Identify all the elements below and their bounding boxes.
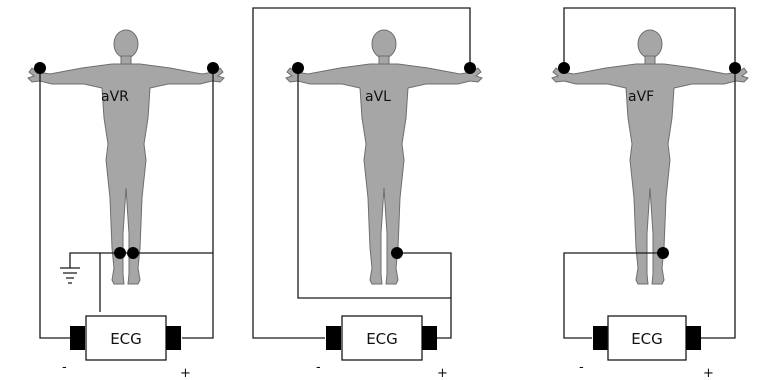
electrode-right-arm xyxy=(558,62,570,74)
panel-avf: aVF ECG - + xyxy=(551,7,749,380)
device-label: ECG xyxy=(366,330,398,348)
panel-avr: aVR ECG - + xyxy=(27,29,225,380)
terminal-plus xyxy=(166,326,181,350)
minus-sign: - xyxy=(62,360,67,375)
wire-leg xyxy=(397,252,452,298)
electrode-left-arm xyxy=(464,62,476,74)
panel-avl: aVL ECG - + xyxy=(252,7,483,380)
wire-left-arm xyxy=(182,68,214,339)
ecg-device xyxy=(341,315,423,361)
electrode-left-arm xyxy=(207,62,219,74)
terminal-plus xyxy=(422,326,437,350)
wire-left-arm xyxy=(252,7,471,339)
minus-sign: - xyxy=(579,360,584,375)
wire-right-arm xyxy=(39,68,70,339)
terminal-minus xyxy=(70,326,85,350)
body-figure xyxy=(551,29,749,285)
wire-leg xyxy=(563,252,663,339)
lead-label: aVR xyxy=(101,89,129,105)
wire-arms-junction xyxy=(563,7,736,68)
plus-sign: + xyxy=(703,366,714,380)
terminal-plus xyxy=(686,326,701,350)
electrode-right-arm xyxy=(34,62,46,74)
terminal-minus xyxy=(326,326,341,350)
electrode-left-arm xyxy=(729,62,741,74)
electrode-left-leg xyxy=(391,247,403,259)
body-figure xyxy=(285,29,483,285)
body-figure xyxy=(27,29,225,285)
lead-label: aVF xyxy=(628,89,654,105)
lead-label: aVL xyxy=(365,89,391,105)
ecg-device xyxy=(607,315,687,361)
plus-sign: + xyxy=(180,366,191,380)
wire-arms-return xyxy=(700,68,736,339)
plus-sign: + xyxy=(437,366,448,380)
electrode-right-leg xyxy=(114,247,126,259)
electrode-left-leg xyxy=(127,247,139,259)
ground-wire xyxy=(69,252,100,268)
device-label: ECG xyxy=(631,330,663,348)
minus-sign: - xyxy=(316,360,321,375)
ground-icon xyxy=(60,267,80,284)
electrode-right-arm xyxy=(292,62,304,74)
electrode-left-leg xyxy=(657,247,669,259)
terminal-minus xyxy=(593,326,608,350)
device-label: ECG xyxy=(110,330,142,348)
